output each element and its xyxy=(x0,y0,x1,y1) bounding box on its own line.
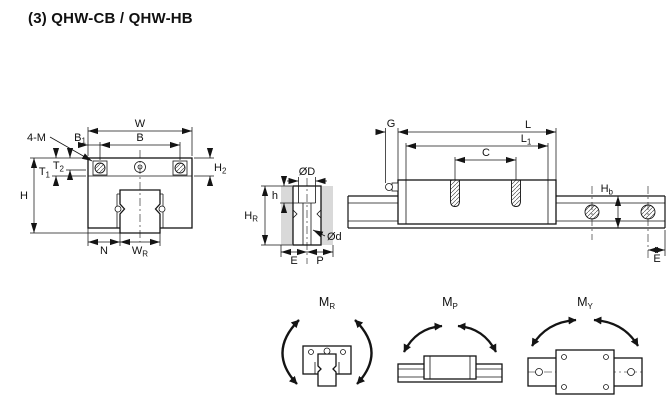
bolt-boss-left xyxy=(92,160,108,176)
carriage-side-body xyxy=(397,179,557,225)
bolt-hole-right xyxy=(174,162,186,174)
ball-left xyxy=(114,205,122,213)
bolt-boss-right xyxy=(172,160,188,176)
dim-label-side-e: E xyxy=(653,253,660,265)
dim-label-l: L xyxy=(525,119,531,131)
mini-front-bolt-left xyxy=(308,349,314,355)
ball-right xyxy=(158,205,166,213)
pitch-arrow-right xyxy=(457,322,498,353)
bolt-spec-label: 4-M xyxy=(27,132,46,144)
end-cap-lines xyxy=(405,180,549,224)
mini-front-rail xyxy=(317,353,337,387)
dim-label-b: B xyxy=(136,132,143,144)
roll-arrow-right xyxy=(354,319,373,385)
ext-l1 xyxy=(405,143,549,180)
dim-label-t2: T2 xyxy=(53,160,65,174)
bolt-hole-left xyxy=(94,162,106,174)
dim-label-b1: B1 xyxy=(74,132,86,146)
through-hole xyxy=(302,203,312,245)
dim-label-h: H xyxy=(20,190,28,202)
side-view: G L L1 C Hb E xyxy=(347,118,666,265)
moment-yaw-diagram: MY xyxy=(527,295,643,395)
rail-hole-1 xyxy=(584,204,600,220)
grease-nipple xyxy=(385,183,393,191)
mini-side-endcaps xyxy=(429,356,471,379)
ext-c xyxy=(454,157,517,180)
roll-arrow-left xyxy=(281,319,300,385)
mounting-slot-2 xyxy=(511,179,521,207)
mini-top-bolt-1 xyxy=(561,354,567,360)
pitch-arrow-left xyxy=(402,322,443,353)
front-view: W B B1 4-M H2 T2 T1 H N WR xyxy=(20,118,227,259)
dim-label-w: W xyxy=(135,118,146,130)
moment-roll-diagram: MR xyxy=(281,295,373,387)
mounting-slot-1 xyxy=(450,179,460,207)
mini-top-bolt-4 xyxy=(603,384,609,390)
dim-label-bore-d: ØD xyxy=(299,166,316,178)
hole-d-leader xyxy=(312,229,326,238)
dim-label-hole-d: Ød xyxy=(327,231,342,243)
moment-roll-label: MR xyxy=(319,295,335,311)
moment-pitch-label: MP xyxy=(442,295,458,311)
mini-front-bolt-right xyxy=(340,349,346,355)
dim-label-wr: WR xyxy=(132,245,148,259)
counterbore xyxy=(298,186,316,204)
mini-top-bolt-2 xyxy=(603,354,609,360)
mini-top-rail-hole-right xyxy=(627,368,635,376)
dim-label-t1: T1 xyxy=(39,166,51,180)
mini-front-legs xyxy=(314,362,340,374)
dim-label-rail-e: E xyxy=(290,255,297,267)
mini-top-rail-hole-left xyxy=(535,368,543,376)
ext-g-l xyxy=(385,128,557,183)
mini-front-port xyxy=(323,347,331,355)
dim-label-rail-p: P xyxy=(316,255,323,267)
rail-groove-notches xyxy=(292,209,322,219)
yaw-arrow-left xyxy=(531,316,577,347)
dim-label-n: N xyxy=(100,245,108,257)
dim-label-hb: Hb xyxy=(601,183,614,197)
dim-label-l1: L1 xyxy=(521,133,532,147)
dim-label-g: G xyxy=(387,118,396,130)
mini-side-carriage xyxy=(423,355,477,380)
dim-label-h2: H2 xyxy=(214,162,227,176)
rail-hole-2 xyxy=(640,204,656,220)
ext-h2 xyxy=(194,157,214,177)
moment-yaw-label: MY xyxy=(577,295,593,311)
page-title: (3) QHW-CB / QHW-HB xyxy=(28,10,193,27)
dim-label-bore-depth: h xyxy=(272,190,278,202)
rail-cross-section: ØD h HR Ød E P xyxy=(244,166,341,267)
mini-top-bolt-3 xyxy=(561,384,567,390)
yaw-arrow-right xyxy=(593,316,639,347)
dim-label-rail-height: HR xyxy=(244,210,258,224)
dim-label-c: C xyxy=(482,147,490,159)
moment-pitch-diagram: MP xyxy=(397,295,503,383)
